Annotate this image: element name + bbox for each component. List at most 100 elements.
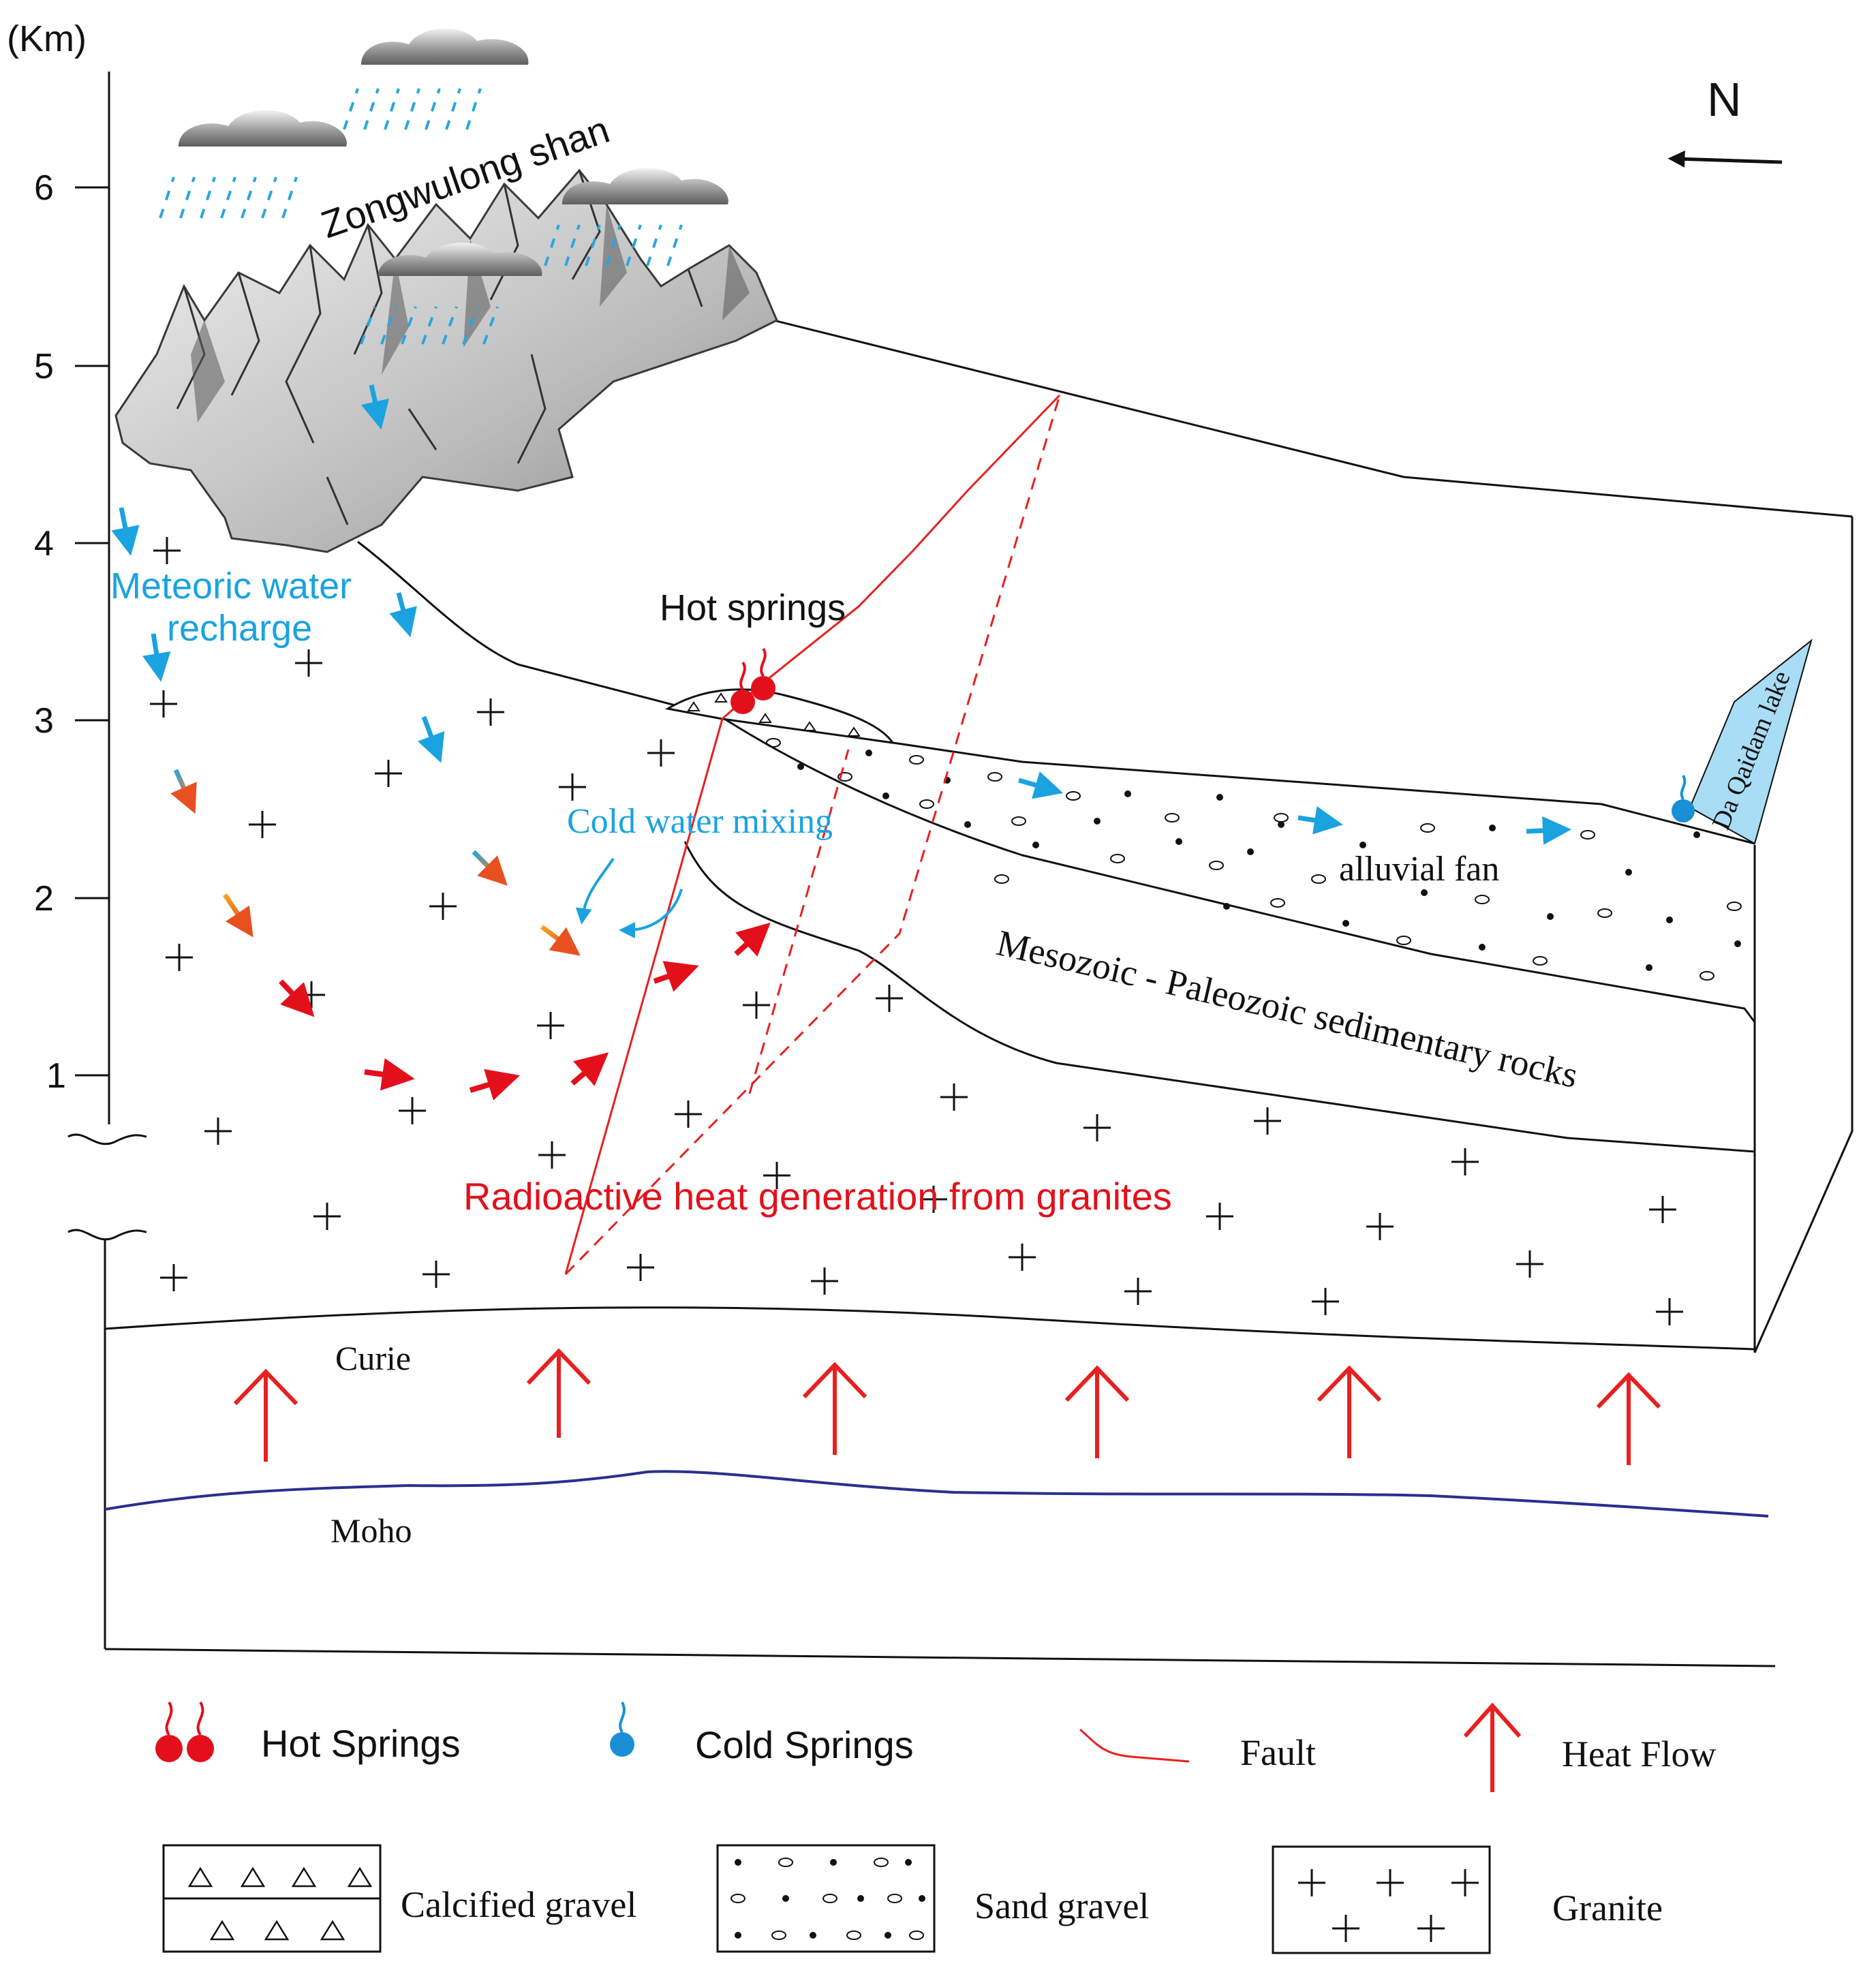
meteoric-water-label: Meteoric water <box>110 566 352 606</box>
legend-calcified-gravel: Calcified gravel <box>162 1844 636 1953</box>
sedimentary-rocks-label: Mesozoic - Paleozoic sedimentary rocks <box>993 922 1582 1096</box>
granite-cross <box>1206 1203 1233 1230</box>
meteoric-flow-arrows <box>111 384 1571 845</box>
granite-cross <box>1254 1107 1281 1135</box>
svg-text:5: 5 <box>34 347 54 386</box>
svg-text:4: 4 <box>34 524 54 564</box>
hot-spring-marker <box>731 647 775 714</box>
heat-flow-arrow <box>233 1368 298 1462</box>
granite-cross <box>375 760 402 787</box>
axis-tick-3: 3 <box>34 701 109 741</box>
alluvial-fan-pattern <box>766 738 1742 981</box>
hot-springs-label: Hot springs <box>660 587 846 628</box>
block-outline <box>104 319 1854 1667</box>
granite-cross <box>295 649 322 677</box>
granite-cross <box>1656 1298 1683 1325</box>
cloud <box>179 28 728 276</box>
svg-text:1: 1 <box>46 1056 66 1096</box>
granite-cross <box>811 1267 838 1295</box>
surface-and-layers <box>357 540 1756 1153</box>
svg-text:Granite: Granite <box>1552 1888 1663 1928</box>
heat-flow-icon <box>1463 1702 1522 1792</box>
legend-hot-springs: Hot Springs <box>155 1701 461 1765</box>
fault-icon <box>1079 1728 1190 1763</box>
svg-text:Heat Flow: Heat Flow <box>1562 1734 1716 1774</box>
heat-flow-arrow <box>1064 1365 1130 1458</box>
heat-flow-arrow <box>802 1361 867 1455</box>
granite-cross <box>537 1012 564 1039</box>
cold-spring-marker <box>1672 775 1695 822</box>
legend-heat-flow: Heat Flow <box>1463 1702 1716 1792</box>
alluvial-fan-label: alluvial fan <box>1339 850 1499 889</box>
granite-cross <box>940 1083 968 1111</box>
axis-tick-4: 4 <box>34 524 109 564</box>
sand-gravel-icon <box>716 1844 936 1953</box>
calcified-gravel-mound <box>664 688 895 744</box>
granite-cross <box>1451 1148 1479 1175</box>
heat-flow-arrows <box>233 1348 1661 1465</box>
granite-cross <box>204 1118 232 1145</box>
curie-label: Curie <box>335 1339 411 1377</box>
svg-text:6: 6 <box>34 168 54 208</box>
svg-text:Calcified gravel: Calcified gravel <box>401 1884 636 1925</box>
cold-water-mixing-label: Cold water mixing <box>567 802 833 841</box>
mixing-flow-arrows <box>170 769 581 956</box>
granite-cross <box>153 537 181 564</box>
calcified-gravel-icon <box>162 1844 382 1953</box>
legend-granite: Granite <box>1272 1845 1663 1954</box>
fault-main <box>564 394 1061 1275</box>
legend: Hot Springs Cold Springs Fault Heat Flow <box>155 1701 1716 1954</box>
ground-surface <box>357 540 1755 845</box>
fault-inner-dashed <box>748 749 850 1094</box>
svg-text:Hot Springs: Hot Springs <box>261 1722 461 1765</box>
cold-mixing-curves <box>575 857 683 938</box>
granite-cross <box>627 1254 654 1281</box>
svg-text:Sand gravel: Sand gravel <box>974 1886 1149 1926</box>
granite-cross <box>1312 1288 1339 1315</box>
granite-icon <box>1272 1845 1491 1954</box>
axis-unit-label: (Km) <box>7 18 87 59</box>
granite-cross <box>477 698 504 726</box>
granite-cross <box>675 1101 702 1128</box>
granite-cross <box>1124 1278 1152 1305</box>
legend-cold-springs: Cold Springs <box>610 1702 914 1766</box>
da-qaidam-lake: Da Qaidam lake <box>1689 638 1813 845</box>
zongwulong-shan-mountains: Zongwulong shan <box>114 108 778 553</box>
clouds-and-rain <box>159 28 728 345</box>
axis-break-lower <box>67 1229 147 1241</box>
depth-axis: (Km) 6 5 4 3 2 1 <box>7 18 147 1649</box>
north-arrow: N <box>1667 73 1783 168</box>
granite-cross <box>249 811 276 838</box>
granite-cross <box>1366 1213 1394 1240</box>
granite-cross <box>399 1097 426 1124</box>
moho-line <box>104 1470 1769 1518</box>
svg-text:2: 2 <box>34 879 54 919</box>
granite-cross <box>422 1261 450 1288</box>
granite-cross <box>160 1264 187 1291</box>
granite-cross <box>920 1186 947 1213</box>
alluvial-base <box>722 716 1756 1023</box>
granite-cross <box>743 991 770 1019</box>
fault-projected <box>564 395 1061 1276</box>
heat-flow-arrow <box>526 1348 591 1438</box>
axis-tick-1: 1 <box>46 1056 109 1096</box>
moho-label: Moho <box>330 1511 412 1550</box>
svg-text:3: 3 <box>34 701 54 741</box>
axis-tick-2: 2 <box>34 879 109 919</box>
axis-tick-5: 5 <box>34 347 109 386</box>
meteoric-recharge-label: recharge <box>167 608 312 649</box>
legend-sand-gravel: Sand gravel <box>716 1844 1149 1953</box>
radioactive-heat-label: Radioactive heat generation from granite… <box>463 1175 1172 1218</box>
sedimentary-top <box>683 841 1755 1153</box>
granite-cross <box>166 944 193 971</box>
granite-cross <box>1083 1114 1111 1141</box>
granite-cross <box>876 985 903 1012</box>
hot-springs-icon <box>155 1735 183 1762</box>
granite-cross <box>1649 1196 1676 1223</box>
cold-springs-icon <box>610 1732 634 1757</box>
granite-cross <box>150 690 177 718</box>
granite-cross <box>647 739 675 767</box>
granite-cross <box>538 1141 566 1169</box>
heat-flow-arrow <box>1596 1372 1661 1465</box>
